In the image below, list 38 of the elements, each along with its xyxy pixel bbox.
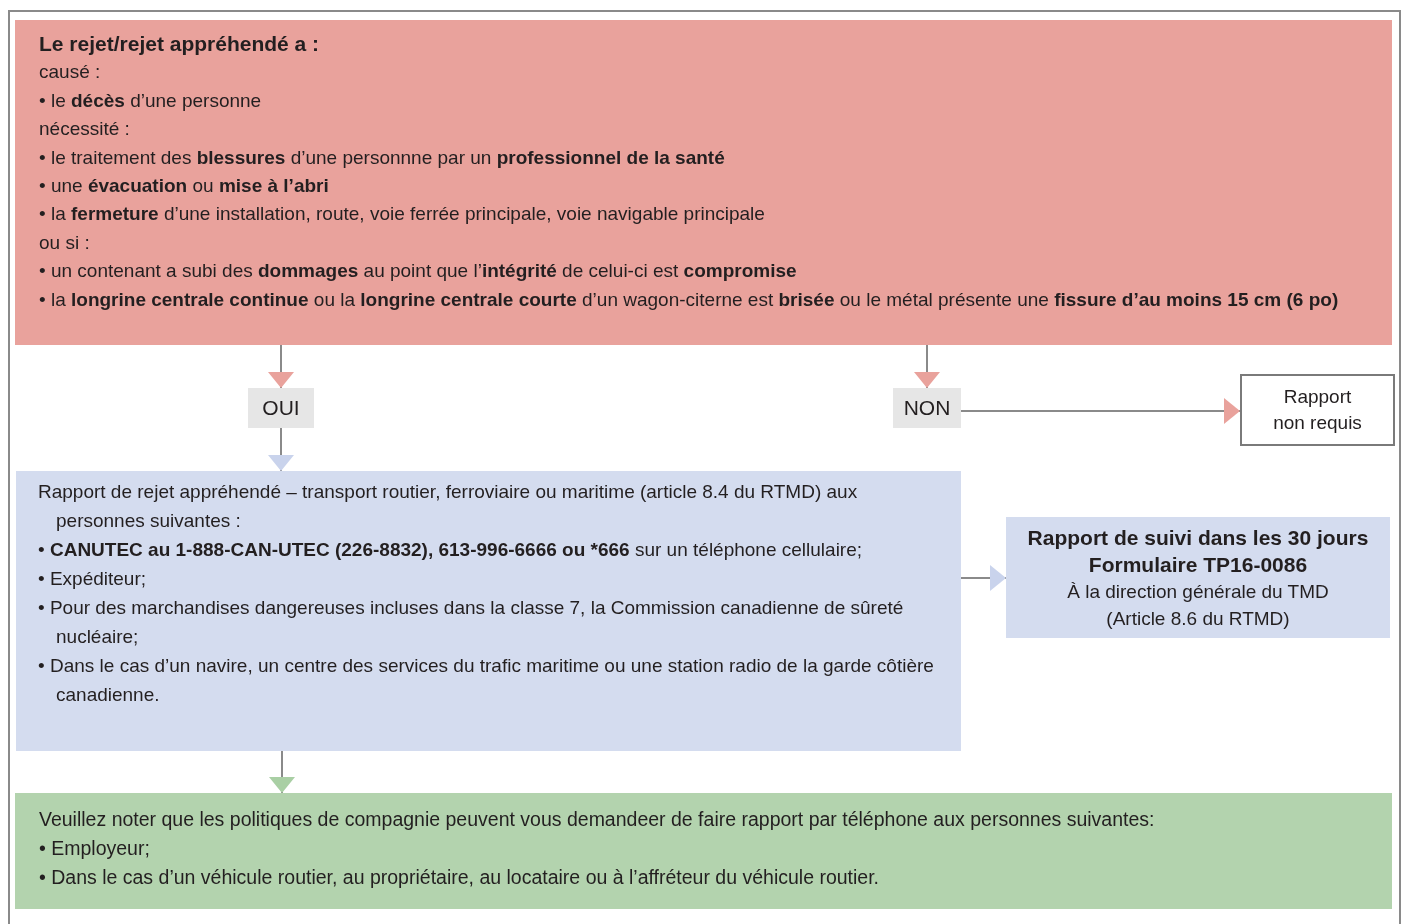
box-text: Veuillez noter que les politiques de compagnie peuvent vous demandeer de faire rapport par téléphone aux personnes suivantes: — [39, 807, 1156, 832]
follow-up-box — [1006, 517, 1390, 638]
box-text: (Article 8.6 du RTMD) — [1106, 606, 1290, 631]
box-text: • un contenant a subi des dommages au point que l’intégrité de celui-ci est compromise — [39, 259, 798, 284]
note-box — [15, 793, 1392, 909]
outcome-box — [1240, 374, 1395, 446]
box-text: • Dans le cas d’un navire, un centre des services du trafic maritime ou une station radio de la garde côtière canadienne. — [38, 654, 935, 707]
arrow — [269, 750, 295, 794]
box-text: Rapport non requis — [1272, 385, 1363, 435]
box-text: • Dans le cas d’un véhicule routier, au propriétaire, au locataire ou à l’affréteur du véhicule routier. — [39, 865, 881, 890]
box-text: • le traitement des blessures d’une personnne par un professionnel de la santé — [39, 145, 726, 170]
box-text: causé : — [39, 60, 102, 85]
arrow — [960, 398, 1241, 424]
arrow — [960, 565, 1007, 591]
box-text: • le décès d’une personne — [39, 88, 263, 113]
arrow — [914, 344, 940, 389]
box-text: • CANUTEC au 1-888-CAN-UTEC (226-8832), 613-996-6666 ou *666 sur un téléphone cellulaire; — [38, 538, 864, 562]
box-text: Rapport de rejet appréhendé – transport routier, ferroviaire ou maritime (article 8.4 du RTMD) aux personnes suivantes : — [38, 480, 859, 533]
box-text: OUI — [262, 395, 300, 422]
box-text: nécessité : — [39, 117, 131, 142]
box-text: • une évacuation ou mise à l’abri — [39, 174, 330, 199]
box-text: À la direction générale du TMD — [1067, 579, 1329, 604]
choice-box — [893, 388, 961, 428]
box-heading: Formulaire TP16-0086 — [1088, 551, 1308, 578]
condition-box — [15, 20, 1392, 345]
arrow — [268, 344, 294, 389]
box-text: • Pour des marchandises dangereuses incluses dans la classe 7, la Commission canadienne de sûreté nucléaire; — [38, 596, 905, 649]
arrow — [268, 427, 294, 472]
choice-box — [248, 388, 314, 428]
box-heading: Rapport de suivi dans les 30 jours — [1027, 524, 1369, 551]
box-heading: Le rejet/rejet appréhendé a : — [39, 31, 321, 57]
box-text: • Employeur; — [39, 836, 151, 861]
box-text: • Expéditeur; — [38, 567, 148, 591]
box-text: ou si : — [39, 230, 91, 255]
box-text: • la fermeture d’une installation, route, voie ferrée principale, voie navigable principale — [39, 202, 766, 227]
box-text: NON — [903, 395, 951, 422]
box-text: • la longrine centrale continue ou la longrine centrale courte d’un wagon-citerne est brisée ou le métal présente une fissure d’au moins 15 cm (6 po) — [39, 287, 1340, 312]
report-box — [16, 471, 961, 751]
